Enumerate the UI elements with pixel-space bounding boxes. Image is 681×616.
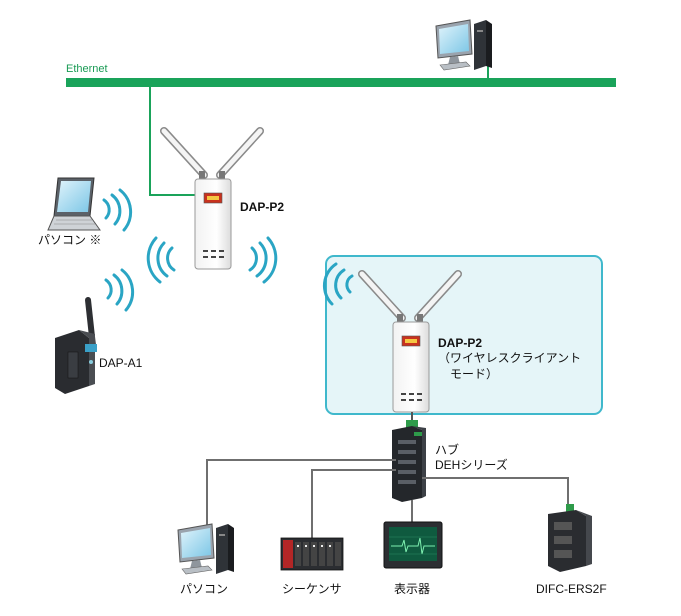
display-icon	[383, 521, 443, 569]
laptop-signal-icon	[102, 188, 133, 232]
sequencer-icon	[280, 537, 344, 571]
difc-icon	[548, 504, 592, 572]
ethernet-label: Ethernet	[66, 63, 108, 75]
dap-a1-icon	[55, 297, 97, 394]
hub-label-line1: ハブ	[435, 443, 460, 457]
display-label: 表示器	[394, 582, 431, 596]
access-point-label: DAP-P2	[240, 200, 285, 214]
ethernet-drop-access-point	[149, 87, 196, 196]
laptop-label: パソコン ※	[38, 233, 102, 247]
desktop-pc-icon	[435, 19, 493, 71]
client-ap-label: DAP-P2	[438, 336, 483, 350]
laptop-icon	[47, 177, 101, 231]
client-ap-mode-line2: モード）	[450, 367, 499, 381]
client-ap-mode-line1: （ワイヤレスクライアント	[438, 351, 582, 365]
bottom-pc-icon	[177, 523, 235, 575]
client-panel-signal-icon	[322, 262, 354, 306]
poe-connector-icon	[406, 420, 418, 428]
wireless-signal-icon	[146, 236, 278, 284]
difc-label: DIFC-ERS2F	[536, 582, 607, 596]
bottom-pc-label: パソコン	[180, 582, 229, 596]
hub-icon	[392, 426, 426, 502]
lan-cables	[206, 459, 569, 538]
dap-a1-signal-icon	[104, 268, 135, 312]
sequencer-label: シーケンサ	[282, 582, 342, 596]
ethernet-bus	[66, 78, 616, 87]
hub-label-line2: DEHシリーズ	[435, 458, 508, 472]
dap-a1-label: DAP-A1	[99, 356, 143, 370]
